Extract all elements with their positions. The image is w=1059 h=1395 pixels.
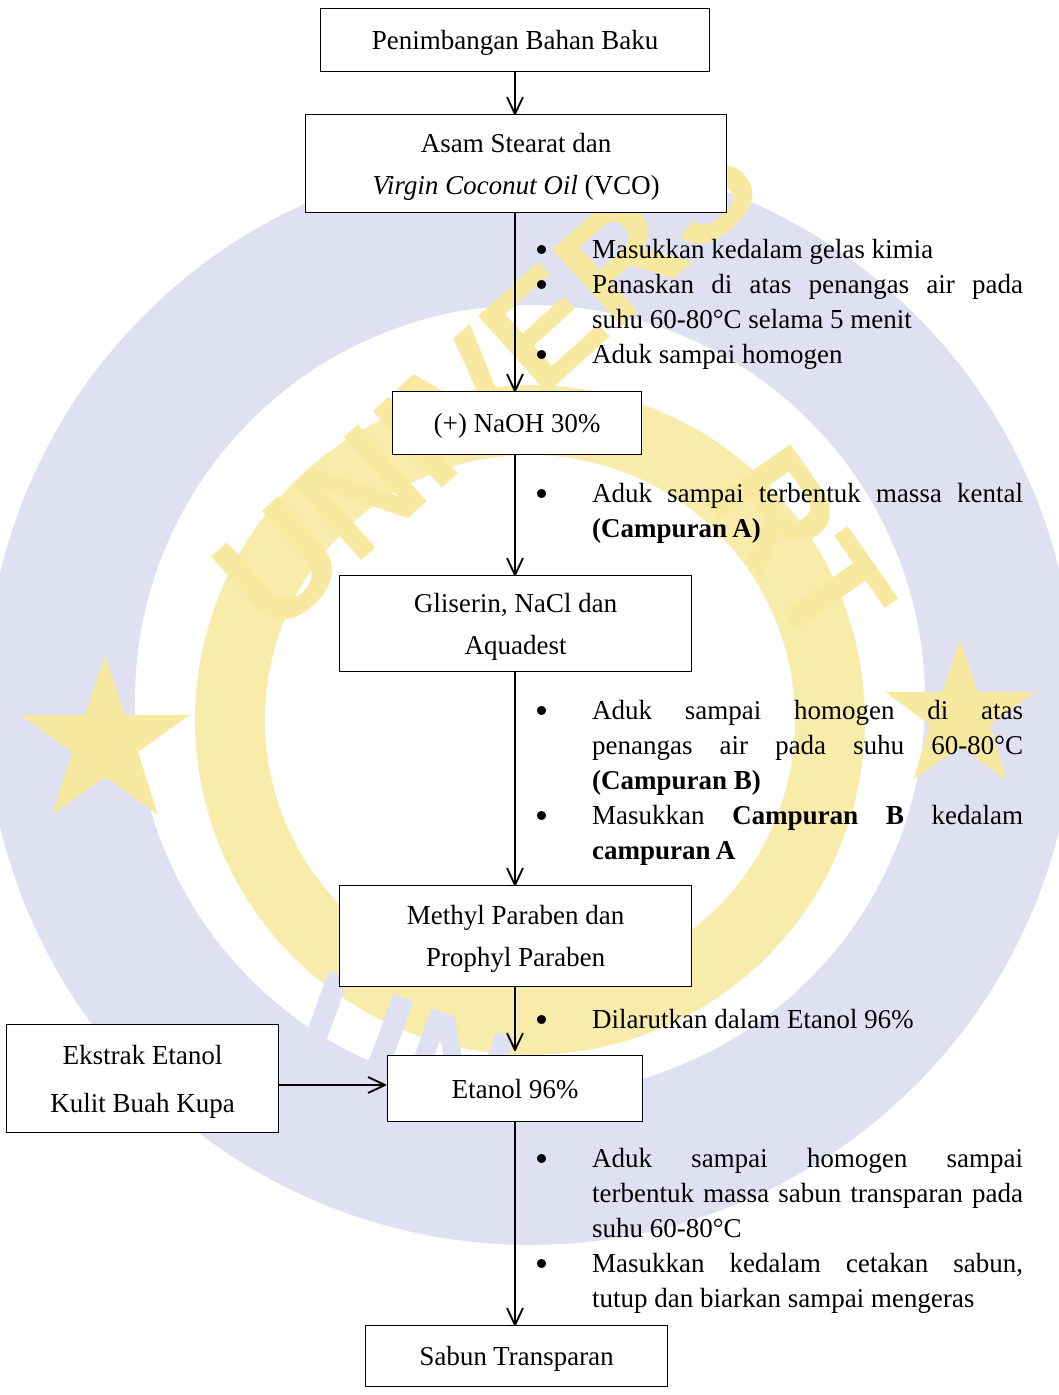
notes-step-5: Aduk sampai homogen sampai terbentuk mas… (537, 1141, 1023, 1316)
note-item: Aduk sampai homogen di atas penangas air… (537, 693, 1023, 798)
note-item: Panaskan di atas penangas air pada suhu … (537, 267, 1023, 337)
note-item: Aduk sampai homogen (537, 337, 1023, 372)
note-bold: campuran A (592, 835, 736, 865)
note-bold: (Campuran A) (592, 513, 761, 543)
box-label-line2: Virgin Coconut Oil (VCO) (372, 164, 659, 206)
note-text: Masukkan (592, 800, 733, 830)
box-label-line2: Kulit Buah Kupa (50, 1087, 235, 1118)
box-methyl-prophyl-paraben: Methyl Paraben dan Prophyl Paraben (339, 885, 692, 987)
notes-step-1: Masukkan kedalam gelas kimia Panaskan di… (537, 232, 1023, 372)
box-sabun-transparan: Sabun Transparan (365, 1325, 668, 1387)
box-asam-stearat-vco: Asam Stearat dan Virgin Coconut Oil (VCO… (305, 114, 727, 213)
note-text: Aduk sampai homogen di atas penangas air… (592, 695, 1023, 760)
box-label-line2: Aquadest (464, 629, 567, 660)
note-text: Aduk sampai terbentuk massa kental (592, 478, 1023, 508)
box-naoh: (+) NaOH 30% (392, 391, 642, 455)
box-label: Penimbangan Bahan Baku (371, 25, 659, 55)
box-label: Asam Stearat dan (420, 127, 612, 158)
note-bold: Campuran B (732, 800, 904, 830)
box-label: Ekstrak Etanol (62, 1039, 223, 1070)
box-label: Methyl Paraben dan (406, 900, 625, 930)
note-item: Masukkan Campuran B kedalam campuran A (537, 798, 1023, 868)
box-label: Etanol 96% (451, 1073, 579, 1104)
note-item: Aduk sampai terbentuk massa kental (Camp… (537, 476, 1023, 546)
note-item: Dilarutkan dalam Etanol 96% (537, 1002, 1023, 1037)
watermark-star-right (885, 640, 1035, 780)
note-text: kedalam (903, 800, 1023, 830)
box-label: Sabun Transparan (419, 1341, 614, 1371)
notes-step-2: Aduk sampai terbentuk massa kental (Camp… (537, 476, 1023, 546)
box-etanol-96: Etanol 96% (387, 1055, 643, 1122)
box-label: Gliserin, NaCl dan (413, 587, 618, 618)
box-label: (+) NaOH 30% (433, 408, 601, 438)
box-penimbangan-bahan-baku: Penimbangan Bahan Baku (320, 8, 710, 72)
note-item: Masukkan kedalam cetakan sabun, tutup da… (537, 1246, 1023, 1316)
note-item: Aduk sampai homogen sampai terbentuk mas… (537, 1141, 1023, 1246)
notes-step-3: Aduk sampai homogen di atas penangas air… (537, 693, 1023, 868)
box-label-line2: Prophyl Paraben (425, 942, 606, 972)
watermark-star-left (20, 655, 190, 815)
notes-step-4: Dilarutkan dalam Etanol 96% (537, 1002, 1023, 1037)
box-ekstrak-etanol: Ekstrak Etanol Kulit Buah Kupa (6, 1024, 279, 1133)
note-bold: (Campuran B) (592, 765, 761, 795)
box-gliserin-nacl-aquadest: Gliserin, NaCl dan Aquadest (339, 575, 692, 672)
box-label-italic: Virgin Coconut Oil (372, 169, 578, 200)
note-item: Masukkan kedalam gelas kimia (537, 232, 1023, 267)
box-label-rest: (VCO) (577, 169, 660, 200)
